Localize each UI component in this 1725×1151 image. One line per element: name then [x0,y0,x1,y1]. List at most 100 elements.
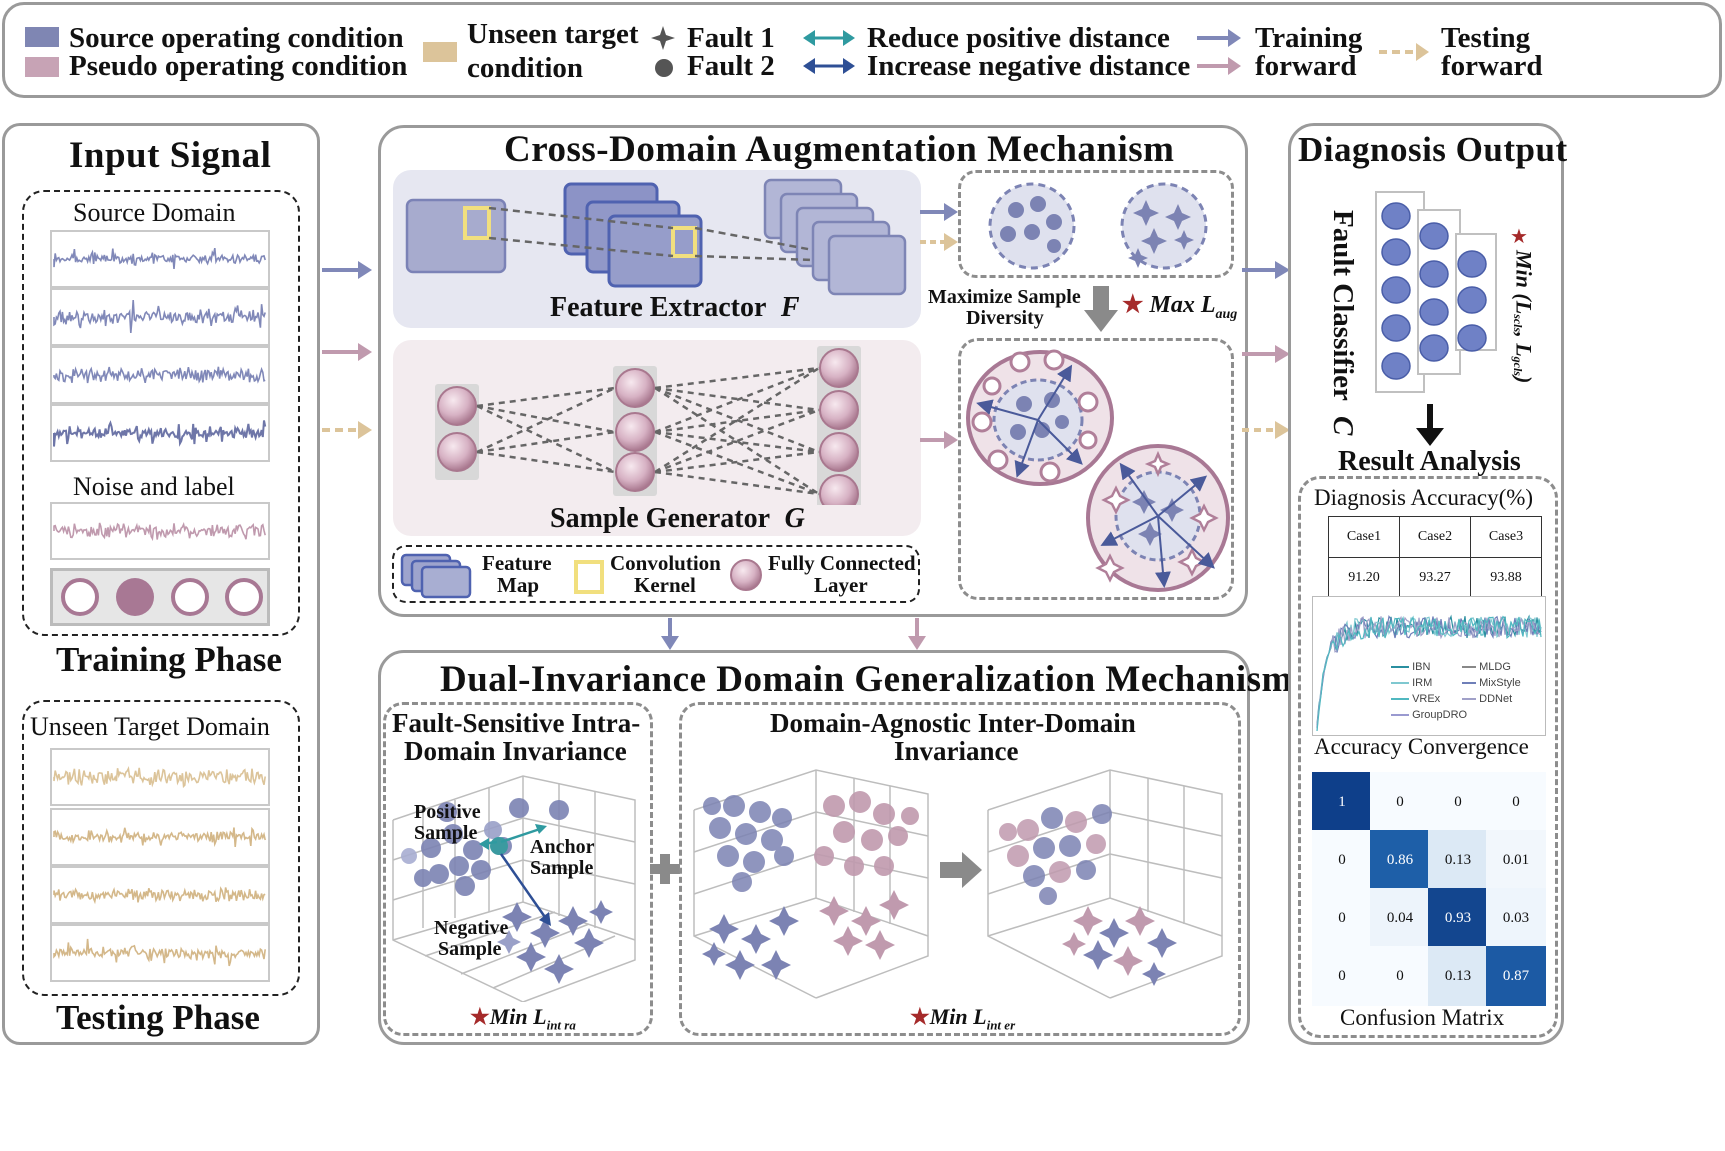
legend-mixstyle: MixStyle [1479,677,1521,689]
noise-label: Noise and label [73,472,235,501]
inter-scatter-before [693,769,929,999]
accuracy-value-cell: 91.20 [1328,557,1400,599]
cm-cell: 0.03 [1486,888,1546,948]
fc-layer-icon [730,559,762,591]
target-signal-4 [50,924,270,982]
classifier-label: Fault Classifier C [1326,210,1370,436]
accuracy-header-cell: Case1 [1328,516,1400,558]
augmented-clusters [966,349,1230,592]
feature-space-box [958,170,1234,278]
positive-label-2: Sample [414,822,478,844]
legend-testing-line1: Testing [1441,22,1531,54]
feature-clusters [988,182,1208,270]
classifier-text: Fault Classifier [1327,210,1359,401]
intra-title-2: Domain Invariance [404,736,627,766]
noise-wave [53,522,266,542]
legend-training-line1: Training [1255,22,1363,54]
target-domain-group [22,700,300,996]
legend-vrex: VREx [1412,693,1441,705]
source-domain-group [22,190,300,636]
cm-cell: 1 [1312,772,1372,832]
min-loss-mid: , L [1511,332,1537,357]
input-signal-title: Input Signal [69,135,272,176]
diagnosis-output-title: Diagnosis Output [1298,130,1568,169]
legend-groupdro: GroupDRO [1412,709,1468,721]
cm-cell: 0 [1370,946,1430,1006]
signal-wave [53,938,266,967]
cdam-to-output-arrows [1242,261,1290,439]
legend-ibn: IBN [1412,661,1431,673]
feature-extractor-diagram [405,178,907,296]
target-signal-1 [50,748,270,806]
classifier-text-wrap: Fault Classifier C [1326,210,1359,436]
cm-cell: 0 [1312,888,1372,948]
legend-increase: Increase negative distance [867,50,1191,82]
noise-signal [50,502,270,560]
legend-irm: IRM [1412,677,1433,689]
accuracy-table: Case1 Case2 Case3 91.20 93.27 93.88 [1328,516,1542,599]
feature-extractor-symbol: F [780,292,800,323]
testing-phase-label: Testing Phase [56,998,260,1037]
star-icon: ★ [470,1004,490,1029]
cm-cell: 0.93 [1428,888,1488,948]
cm-cell: 0.01 [1486,830,1546,890]
signal-wave [53,420,267,447]
cm-cell: 0.13 [1428,830,1488,890]
legend-fault2: Fault 2 [687,50,775,82]
maximize-line1: Maximize Sample [928,286,1081,308]
result-analysis-box [1298,476,1558,1038]
legend-fault1: Fault 1 [687,22,775,54]
cm-cell: 0.04 [1370,888,1430,948]
min-loss-sub1: scls [1511,314,1525,333]
legend-row: VREx DDNet [1391,691,1541,707]
legend-bar: Source operating condition Pseudo operat… [2,2,1722,98]
sample-generator-text: Sample Generator [550,503,770,534]
feature-extractor-label: Feature Extractor F [550,292,800,324]
classifier-symbol: C [1327,416,1359,436]
plus-icon [650,854,680,884]
source-signal-4 [50,404,270,462]
accuracy-title: Diagnosis Accuracy(%) [1314,485,1534,510]
cm-cell: 0 [1486,772,1546,832]
key-fc-2: Layer [814,573,868,597]
star-icon: ★ [1510,226,1528,248]
fault2-circle-icon [655,59,673,77]
cm-cell: 0 [1312,946,1372,1006]
cm-cell: 0 [1428,772,1488,832]
accuracy-header-row: Case1 Case2 Case3 [1328,516,1542,558]
min-intra-label: ★Min Lint ra [470,1004,576,1033]
feature-map-icon [400,553,472,599]
cm-cell: 0 [1370,772,1430,832]
increase-arrow-icon [803,58,855,74]
cdam-to-didg-arrows [661,618,926,650]
cm-cell: 0.13 [1428,946,1488,1006]
key-conv-1: Convolution [610,551,721,575]
fe-output-arrows [920,203,958,251]
cm-cell: 0.86 [1370,830,1430,890]
min-loss-sub2: gcls [1511,356,1525,376]
signal-wave [53,299,266,333]
source-domain-label: Source Domain [73,198,236,227]
transform-arrow-icon [940,852,982,888]
key-feature-map-2: Map [497,573,539,597]
didg-title: Dual-Invariance Domain Generalization Me… [440,659,1293,700]
legend-mldg: MLDG [1479,661,1511,673]
negative-label-1: Negative [434,917,509,939]
cm-cell: 0.87 [1486,946,1546,1006]
min-loss-prefix: Min (L [1511,250,1537,315]
anchor-label-2: Sample [530,857,594,879]
legend-reduce: Reduce positive distance [867,22,1170,54]
signal-wave [53,366,266,384]
convergence-plot: IBN MLDG IRM MixStyle VREx DDNet GroupDR… [1312,596,1546,736]
max-loss-text: Max L [1149,292,1216,318]
max-loss-sub: aug [1215,306,1238,322]
max-loss-label: ★ Max Laug [1122,290,1237,323]
legend-target-line2: condition [467,52,584,84]
onehot-circles [61,578,263,616]
key-feature-map-1: Feature [482,551,552,575]
min-loss-text: Min (Lscls, Lgcls) [1510,250,1536,383]
classifier-network [1375,191,1497,393]
down-arrow-icon [1416,404,1444,446]
target-signal-2 [50,808,270,866]
min-inter-sub: int er [986,1017,1016,1033]
